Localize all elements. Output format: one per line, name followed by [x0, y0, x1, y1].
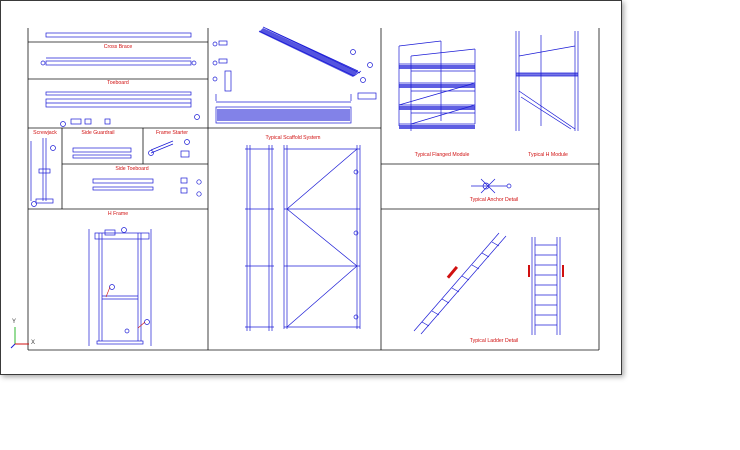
label-side-guardrail: Side Guardrail: [81, 130, 115, 136]
ucs-y-label: Y: [12, 319, 17, 325]
label-screwjack: Screwjack: [33, 130, 57, 136]
label-typical-h-module: Typical H Module: [528, 152, 568, 158]
label-h-frame: H Frame: [107, 211, 129, 217]
label-side-toeboard: Side Toeboard: [115, 166, 149, 172]
sheet-grid: [27, 28, 600, 351]
drawing-sheet[interactable]: Cross Brace Toeboard Screwjack Side Guar…: [0, 0, 622, 375]
hatch-fills: [217, 28, 578, 129]
ucs-x-label: X: [31, 340, 36, 346]
red-leaders: [105, 286, 146, 329]
ucs-icon: [10, 327, 29, 349]
blue-geometry: [30, 26, 579, 346]
label-typical-flanged-module: Typical Flanged Module: [414, 152, 470, 158]
label-frame-starter: Frame Starter: [156, 130, 188, 136]
red-markers: [446, 265, 564, 279]
label-typical-anchor-detail: Typical Anchor Detail: [469, 197, 519, 203]
label-cross-brace: Cross Brace: [103, 44, 133, 50]
cad-drawing-canvas[interactable]: [1, 1, 623, 376]
label-toeboard: Toeboard: [107, 80, 129, 86]
label-typical-scaffold-system: Typical Scaffold System: [265, 135, 321, 141]
label-typical-ladder-detail: Typical Ladder Detail: [469, 338, 519, 344]
